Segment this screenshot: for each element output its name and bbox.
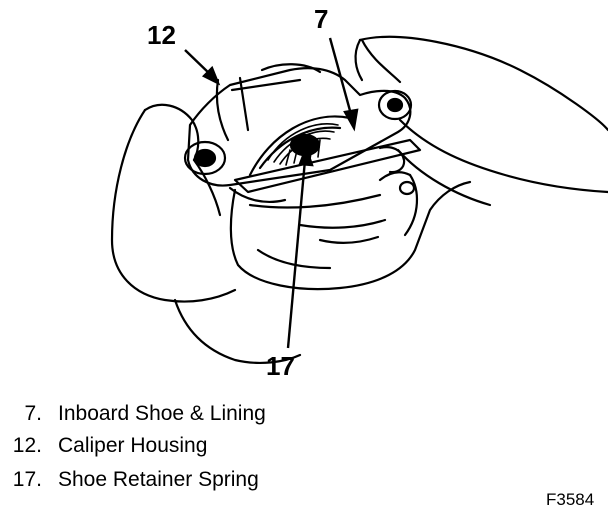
right-mounting-boss — [377, 89, 413, 121]
left-hand-outline — [110, 108, 237, 303]
legend-item-number: 17. — [12, 468, 42, 491]
legend-item-text: Shoe Retainer Spring — [58, 468, 259, 491]
legend-item: 12. Caliper Housing — [0, 434, 360, 462]
legend-item: 7. Inboard Shoe & Lining — [0, 402, 360, 430]
callout-label-12: 12 — [147, 20, 176, 50]
legend-item-text: Inboard Shoe & Lining — [58, 402, 266, 425]
lower-bracket — [229, 180, 472, 291]
left-mounting-boss — [183, 140, 227, 176]
caliper-housing — [186, 67, 412, 187]
caliper-illustration — [110, 35, 608, 365]
callout-label-17: 17 — [266, 351, 295, 381]
leader-17 — [286, 159, 307, 349]
callout-label-7: 7 — [314, 4, 329, 34]
legend-item: 17. Shoe Retainer Spring — [0, 468, 360, 496]
legend-item-number: 7. — [24, 402, 42, 425]
figure-code: F3584 — [546, 490, 595, 509]
legend-item-text: Caliper Housing — [58, 434, 208, 457]
right-hand-outline — [358, 35, 608, 132]
inboard-shoe — [233, 138, 422, 194]
leader-7 — [328, 37, 354, 119]
legend-item-number: 12. — [12, 434, 42, 457]
